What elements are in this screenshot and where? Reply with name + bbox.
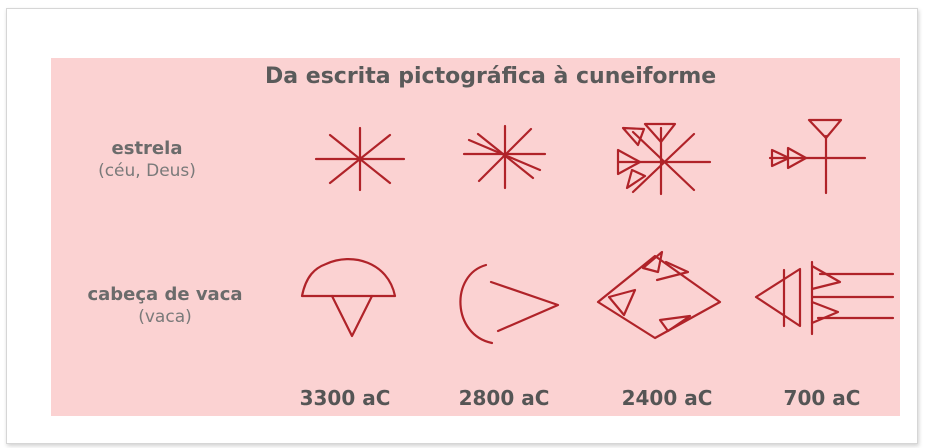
period-label: 3300 aC bbox=[299, 386, 391, 410]
row-label-star: estrela (céu, Deus) bbox=[62, 138, 232, 181]
star-rotated-icon bbox=[462, 124, 547, 190]
period-label: 700 aC bbox=[783, 386, 861, 410]
figure-panel bbox=[51, 58, 900, 416]
row-label-sub: (vaca) bbox=[138, 307, 192, 327]
row-label-sub: (céu, Deus) bbox=[98, 161, 196, 181]
cow-head-cuneiform-icon bbox=[596, 250, 722, 340]
star-cuneiform-icon bbox=[616, 122, 712, 196]
star-late-cuneiform-icon bbox=[768, 118, 867, 195]
row-label-main: estrela bbox=[111, 138, 183, 159]
row-label-cow-head: cabeça de vaca (vaca) bbox=[40, 284, 290, 327]
period-label: 2800 aC bbox=[458, 386, 550, 410]
figure-title: Da escrita pictográfica à cuneiforme bbox=[265, 64, 717, 89]
row-label-main: cabeça de vaca bbox=[87, 284, 243, 305]
cow-head-pictograph-icon bbox=[300, 258, 397, 338]
cow-head-late-cuneiform-icon bbox=[754, 260, 895, 336]
star-pictograph-icon bbox=[314, 126, 406, 192]
cow-head-rotated-icon bbox=[459, 263, 560, 345]
period-label: 2400 aC bbox=[621, 386, 713, 410]
